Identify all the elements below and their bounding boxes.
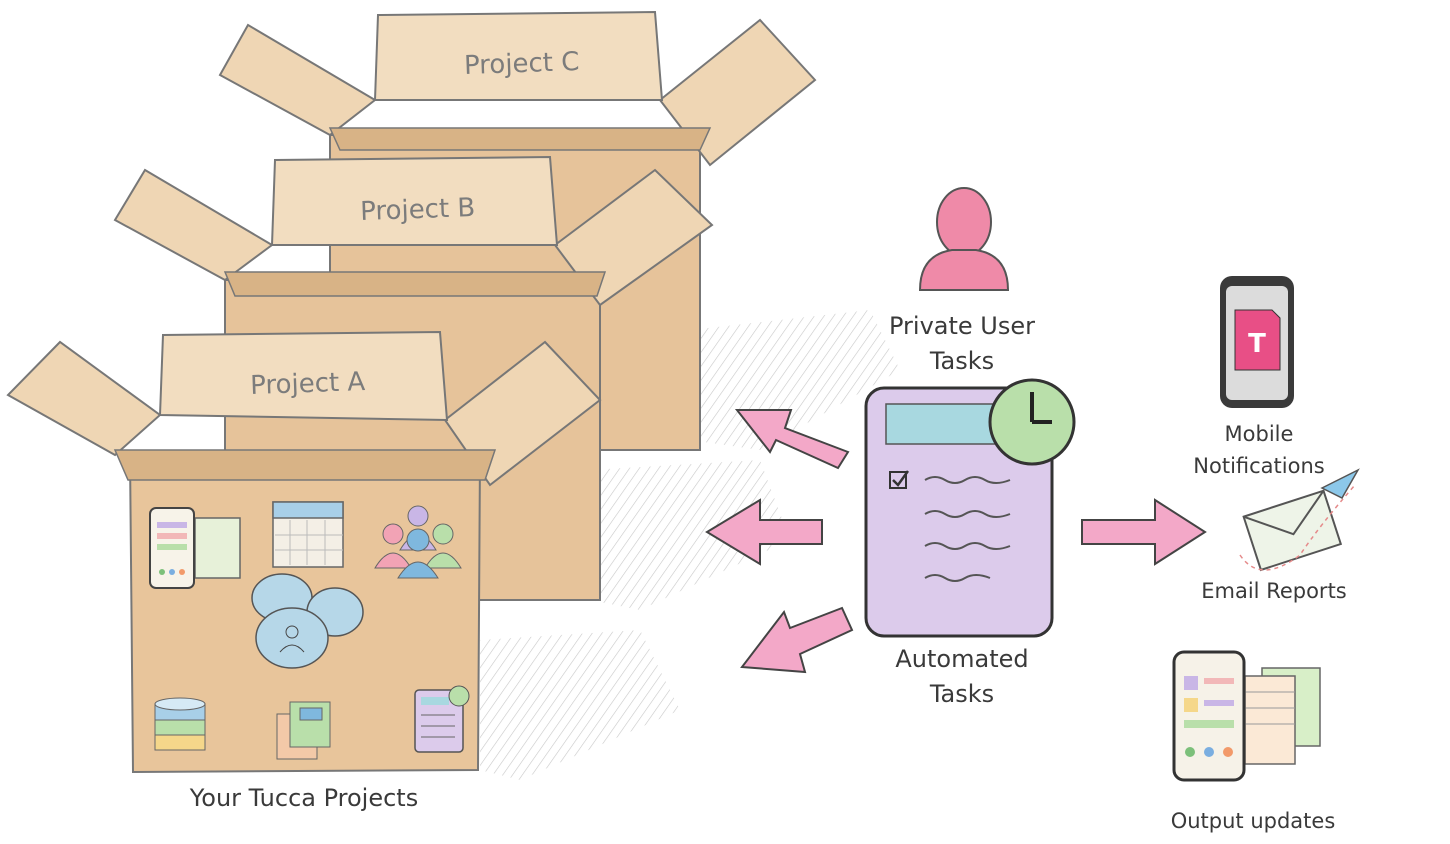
mobile-notifications-label-line2: Notifications — [1193, 454, 1324, 478]
person-icon — [918, 187, 1010, 291]
automated-tasks-label-line2: Tasks — [929, 680, 994, 708]
documents-icon — [276, 701, 331, 760]
project-b-label: Project B — [360, 193, 476, 227]
email-reports-label: Email Reports — [1201, 579, 1347, 603]
arrow-to-project-b — [705, 498, 823, 566]
private-tasks-label-line1: Private User — [889, 312, 1035, 340]
output-updates-icon — [1172, 650, 1321, 782]
app-letter: T — [1248, 329, 1266, 359]
arrow-to-project-a — [740, 606, 854, 674]
project-a-label: Project A — [250, 367, 366, 401]
project-c-label: Project C — [464, 47, 580, 81]
mini-checklist-icon — [414, 685, 470, 753]
output-updates-label: Output updates — [1171, 809, 1336, 833]
mobile-phone-icon — [1220, 276, 1294, 408]
private-tasks-label-line2: Tasks — [929, 347, 994, 375]
phone-spreadsheet-icon — [149, 507, 241, 589]
calendar-icon — [272, 501, 344, 568]
mobile-notifications-label-line1: Mobile — [1225, 422, 1294, 446]
arrow-to-outputs — [1081, 498, 1207, 566]
email-envelope-icon — [1239, 468, 1360, 572]
automated-tasks-label-line1: Automated — [895, 645, 1028, 673]
database-icon — [154, 697, 206, 751]
chat-bubbles-icon — [251, 573, 364, 669]
team-people-icon — [374, 505, 462, 579]
clock-icon — [988, 378, 1076, 466]
projects-caption: Your Tucca Projects — [189, 784, 418, 812]
arrow-to-project-c — [734, 409, 850, 470]
